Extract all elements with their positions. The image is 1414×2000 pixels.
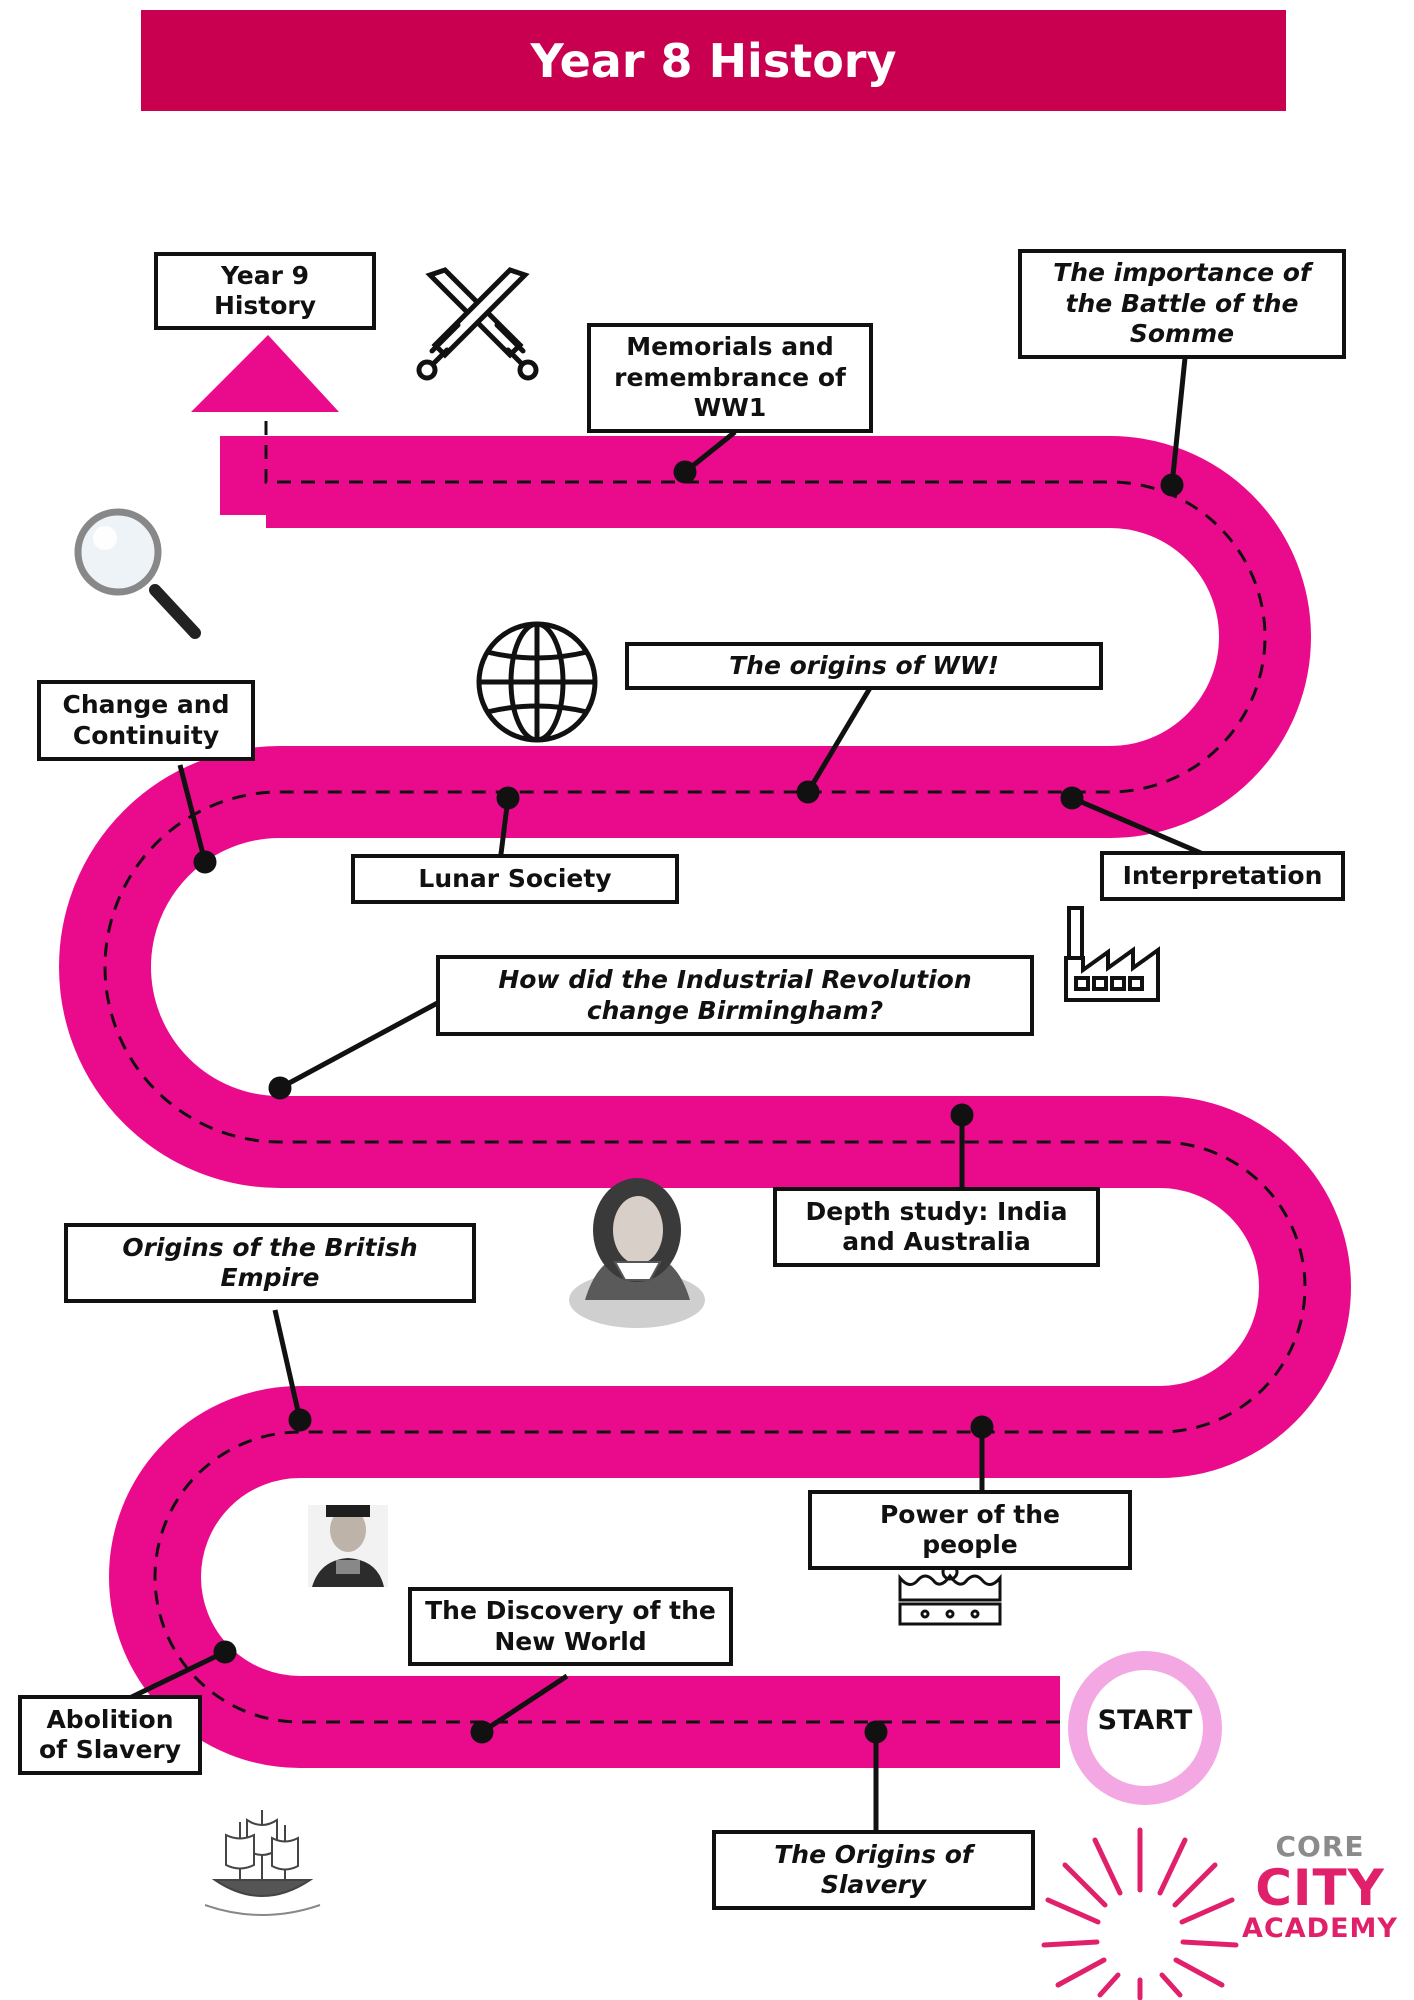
page-title: Year 8 History [530,33,897,88]
logo-line-core: CORE [1275,1830,1365,1863]
title-banner: Year 8 History [141,10,1286,111]
topic-battle-of-the-somme: The importance of the Battle of the Somm… [1018,249,1346,359]
logo-line-academy: ACADEMY [1242,1913,1398,1944]
king-portrait-icon [308,1505,388,1587]
road-dashes [103,412,1307,1724]
crown-icon [898,1563,1002,1626]
logo-line-city: CITY [1255,1859,1385,1917]
globe-icon [476,621,598,743]
topic-power-of-the-people: Power of the people [808,1490,1132,1570]
logo-burst-icon [1041,1827,1239,2000]
factory-icon [1064,906,1160,1002]
topic-origins-of-british-empire: Origins of the British Empire [64,1223,476,1303]
portrait-icon [569,1178,705,1328]
crossed-swords-icon [416,267,539,381]
topic-origins-of-slavery: The Origins of Slavery [712,1830,1035,1910]
topic-industrial-revolution-birmingham: How did the Industrial Revolution change… [436,955,1034,1036]
topic-origins-of-ww1: The origins of WW! [625,642,1103,690]
school-logo: CORE CITY ACADEMY [1230,1830,1410,1944]
magnifying-glass-icon [74,508,201,639]
topic-memorials-ww1: Memorials and remembrance of WW1 [587,323,873,433]
road-arrow [191,335,339,412]
topic-year9-history: Year 9 History [154,252,376,330]
topic-depth-study-india-australia: Depth study: India and Australia [773,1187,1100,1267]
topic-lunar-society: Lunar Society [351,854,679,904]
topic-change-and-continuity: Change and Continuity [37,680,255,761]
topic-discovery-new-world: The Discovery of the New World [408,1587,733,1666]
topic-abolition-of-slavery: Abolition of Slavery [18,1695,202,1775]
topic-interpretation: Interpretation [1100,851,1345,901]
start-label: START [1097,1705,1193,1736]
sailing-ship-icon [204,1810,321,1916]
